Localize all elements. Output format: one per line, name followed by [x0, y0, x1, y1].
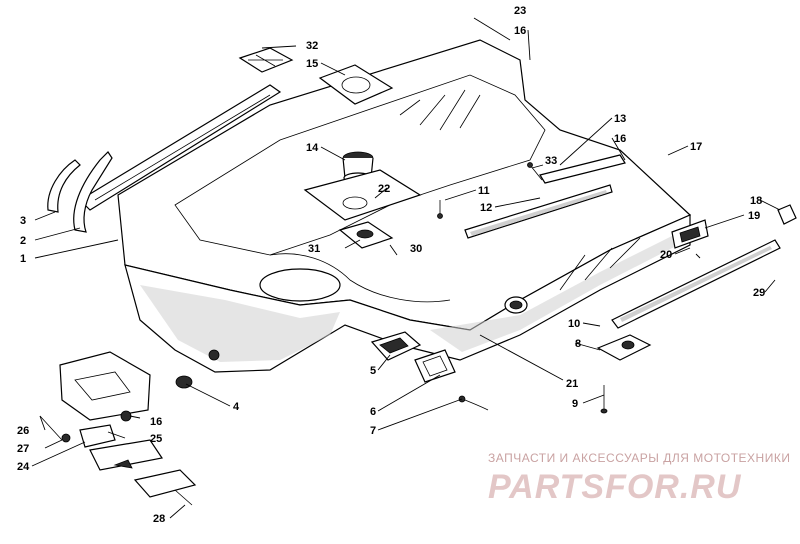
part-31-bracket	[338, 221, 394, 249]
part-32-plate	[238, 47, 294, 73]
callout-8: 8	[575, 338, 581, 350]
watermark-logo: PARTSFOR.RU	[488, 468, 742, 506]
console-plate	[303, 169, 422, 221]
part-3-trim	[47, 159, 81, 213]
callout-5: 5	[370, 365, 376, 377]
part-18-clip	[777, 204, 797, 225]
part-2-trim	[73, 151, 113, 233]
callout-32: 32	[306, 40, 318, 52]
callout-6: 6	[370, 406, 376, 418]
callout-2: 2	[20, 235, 26, 247]
callout-18: 18	[750, 195, 762, 207]
part-1-rail	[79, 84, 282, 211]
callout-20: 20	[660, 249, 672, 261]
part-5-housing	[370, 331, 422, 361]
callout-26: 26	[17, 425, 29, 437]
watermark: ЗАПЧАСТИ И АКСЕССУАРЫ ДЛЯ МОТОТЕХНИКИ PA…	[488, 451, 790, 506]
callout-25: 25	[150, 433, 162, 445]
callout-21: 21	[566, 378, 578, 390]
callout-33: 33	[545, 155, 557, 167]
callout-1: 1	[20, 253, 26, 265]
callout-16-right: 16	[614, 133, 626, 145]
part-21-grommet	[504, 296, 528, 314]
callout-31: 31	[308, 243, 320, 255]
callout-30: 30	[410, 243, 422, 255]
part-13-decal	[539, 154, 626, 184]
part-16-nut-center	[208, 349, 220, 361]
callout-16-top: 16	[514, 25, 526, 37]
part-33-fastener	[527, 162, 543, 181]
callout-3: 3	[20, 215, 26, 227]
part-8-bracket	[596, 334, 652, 361]
callout-28: 28	[153, 513, 165, 525]
callout-24: 24	[17, 461, 30, 473]
callout-13: 13	[614, 113, 626, 125]
part-19-light-housing	[671, 219, 709, 249]
callout-27: 27	[17, 443, 29, 455]
leader-lines	[31, 17, 781, 519]
callout-22: 22	[378, 183, 390, 195]
callout-4: 4	[233, 401, 240, 413]
callout-29: 29	[753, 287, 765, 299]
callout-10: 10	[568, 318, 580, 330]
belly-pan-body	[117, 39, 692, 373]
callout-19: 19	[748, 210, 760, 222]
watermark-tagline: ЗАПЧАСТИ И АКСЕССУАРЫ ДЛЯ МОТОТЕХНИКИ	[488, 451, 790, 465]
part-11-bolt	[437, 200, 443, 219]
callout-9: 9	[572, 398, 578, 410]
callout-23: 23	[514, 5, 526, 17]
callout-14: 14	[306, 142, 319, 154]
part-12-decal	[464, 184, 613, 239]
callout-15: 15	[306, 58, 318, 70]
callout-labels: 1 2 3 4 5 6 7 8 9 10 11 12 13 14 15 16 1…	[17, 5, 765, 525]
part-6-gasket	[414, 349, 456, 383]
part-29-strip	[611, 239, 781, 329]
part-15-plate	[318, 64, 394, 105]
callout-12: 12	[480, 202, 492, 214]
lower-left-assembly	[39, 351, 197, 506]
callout-11: 11	[478, 185, 490, 197]
part-9-bolt	[600, 385, 608, 414]
part-7-cable	[458, 395, 489, 411]
callout-16-lower: 16	[150, 416, 162, 428]
callout-17: 17	[690, 141, 702, 153]
callout-7: 7	[370, 425, 376, 437]
